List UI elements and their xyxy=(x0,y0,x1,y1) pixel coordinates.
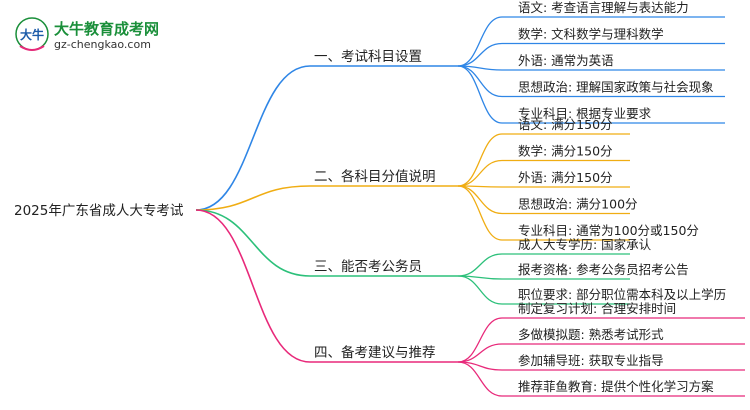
branch-connector xyxy=(195,185,311,211)
leaf-connector xyxy=(457,361,503,397)
brand-mark-text: 大牛 xyxy=(20,27,44,42)
branch-label: 二、各科目分值说明 xyxy=(314,169,436,185)
leaf-label: 思想政治: 理解国家政策与社会现象 xyxy=(518,80,714,95)
branch-label: 一、考试科目设置 xyxy=(314,49,422,65)
leaf-connector xyxy=(457,42,503,67)
leaf-connector xyxy=(457,65,503,124)
branch-connector xyxy=(195,65,311,211)
brand-logo: 大牛 大牛教育成考网 gz-chengkao.com xyxy=(14,16,164,56)
branch-label: 三、能否考公务员 xyxy=(314,259,422,275)
leaf-connector xyxy=(457,185,503,241)
leaf-connector xyxy=(457,133,503,187)
leaf-label: 专业科目: 通常为100分或150分 xyxy=(518,223,699,238)
branch-label: 四、备考建议与推荐 xyxy=(314,344,436,361)
brand-name: 大牛教育成考网 xyxy=(54,20,160,38)
leaf-connector xyxy=(457,185,503,215)
brand-url: gz-chengkao.com xyxy=(54,38,151,51)
leaf-label: 专业科目: 根据专业要求 xyxy=(518,106,652,121)
leaf-label: 多做模拟题: 熟悉考试形式 xyxy=(518,327,664,342)
leaf-label: 成人大专学历: 国家承认 xyxy=(518,237,652,252)
leaf-label: 制定复习计划: 合理安排时间 xyxy=(518,301,676,316)
leaf-label: 参加辅导班: 获取专业指导 xyxy=(518,353,664,368)
branch-connector xyxy=(195,209,311,363)
leaf-label: 数学: 文科数学与理科数学 xyxy=(518,27,664,42)
leaf-label: 职位要求: 部分职位需本科及以上学历 xyxy=(518,287,726,302)
leaf-label: 推荐菲鱼教育: 提供个性化学习方案 xyxy=(518,379,714,394)
leaf-label: 报考资格: 参考公务员招考公告 xyxy=(518,262,689,277)
leaf-connector xyxy=(457,16,503,67)
root-topic: 2025年广东省成人大专考试 xyxy=(14,203,184,219)
leaf-label: 外语: 通常为英语 xyxy=(518,53,614,68)
leaf-connector xyxy=(457,275,503,305)
leaf-connector xyxy=(457,253,503,277)
leaf-label: 数学: 满分150分 xyxy=(518,144,613,159)
leaf-label: 外语: 满分150分 xyxy=(518,170,613,185)
leaf-label: 思想政治: 满分100分 xyxy=(518,197,638,212)
leaf-label: 语文: 考查语言理解与表达能力 xyxy=(518,0,689,15)
leaf-connector xyxy=(457,343,503,363)
leaf-connector xyxy=(457,65,503,98)
branch-connector xyxy=(195,209,311,277)
leaf-connector xyxy=(457,159,503,187)
brand-mark-icon: 大牛 xyxy=(15,17,49,51)
leaf-label: 语文: 满分150分 xyxy=(518,117,613,132)
leaf-connector xyxy=(457,317,503,363)
